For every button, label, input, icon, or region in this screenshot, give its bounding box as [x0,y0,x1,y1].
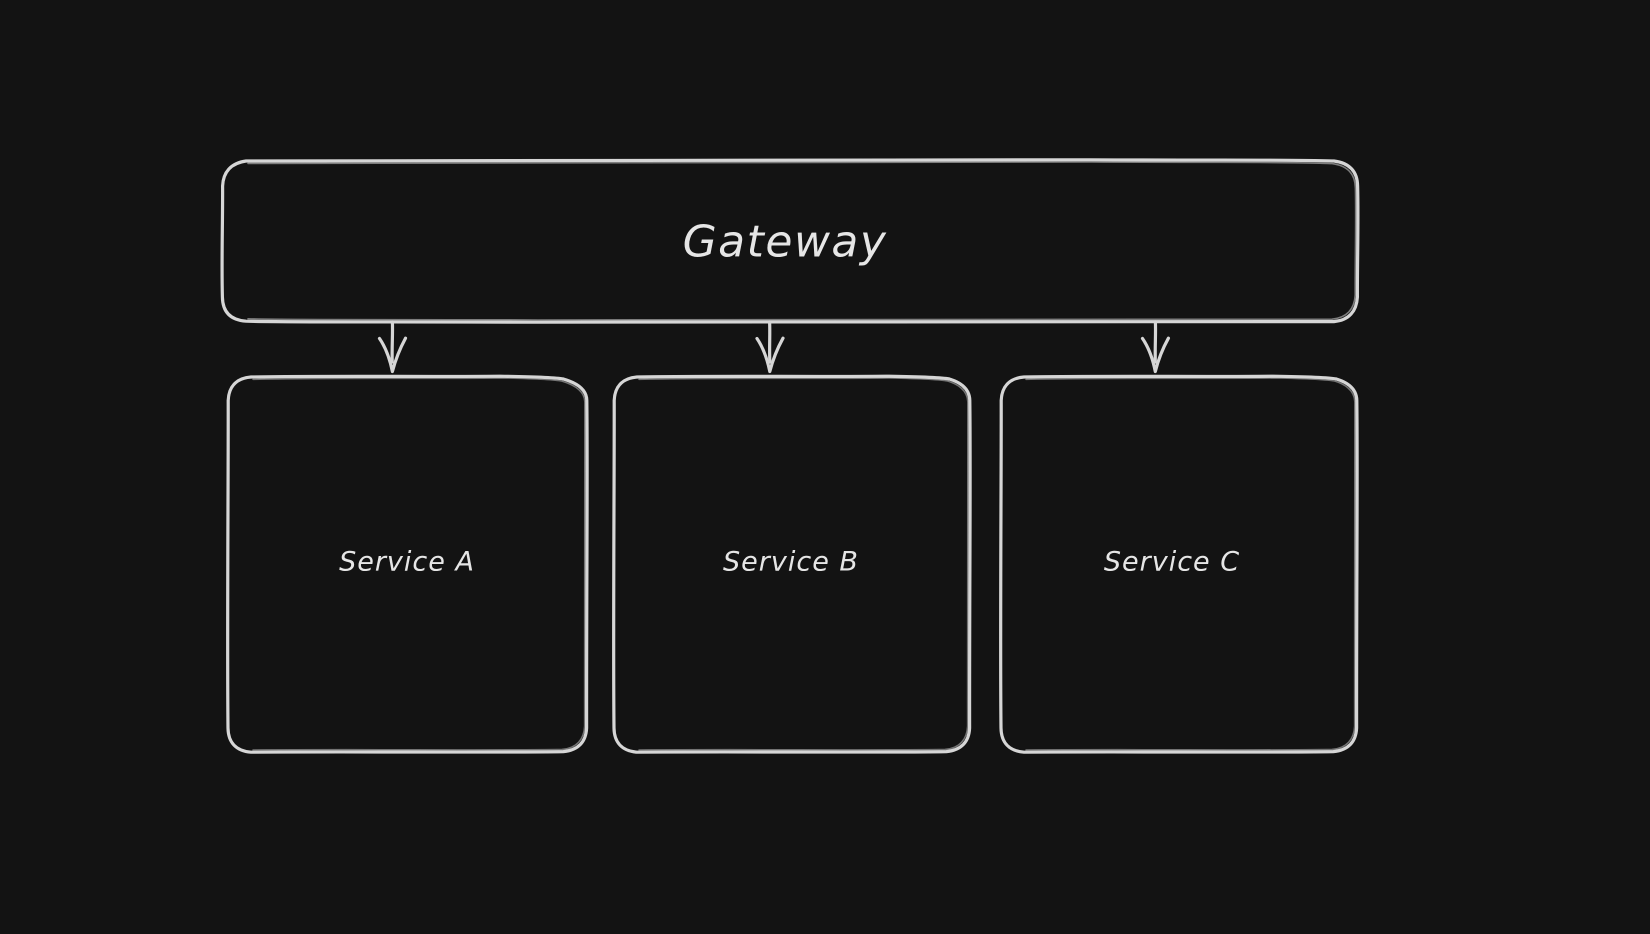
node-label-service-c: Service C [1103,546,1241,578]
node-service-b[interactable] [612,374,972,754]
node-label-service-b: Service B [723,546,859,578]
service-c-box-outline [999,374,1359,754]
gateway-box-outline-overstroke [247,161,1357,321]
service-a-box-outline-overstroke [252,377,586,751]
node-label-service-a: Service A [339,546,475,578]
arrowhead-icon [377,336,408,374]
node-label-gateway: Gateway [682,216,888,268]
service-c-box-outline-overstroke [1025,377,1356,751]
node-gateway[interactable] [220,158,1360,324]
node-service-c[interactable] [999,374,1359,754]
arrowhead-icon [755,336,785,374]
node-service-a[interactable] [226,374,589,754]
service-b-box-outline-overstroke [638,377,969,751]
service-b-box-outline [612,374,972,754]
arrowhead-icon [1140,336,1170,374]
edge-gateway-service-c[interactable] [1140,320,1170,374]
gateway-box-outline [220,158,1360,324]
service-a-box-outline [226,374,589,754]
edge-gateway-service-b[interactable] [755,320,785,374]
edge-gateway-service-a[interactable] [377,320,408,374]
